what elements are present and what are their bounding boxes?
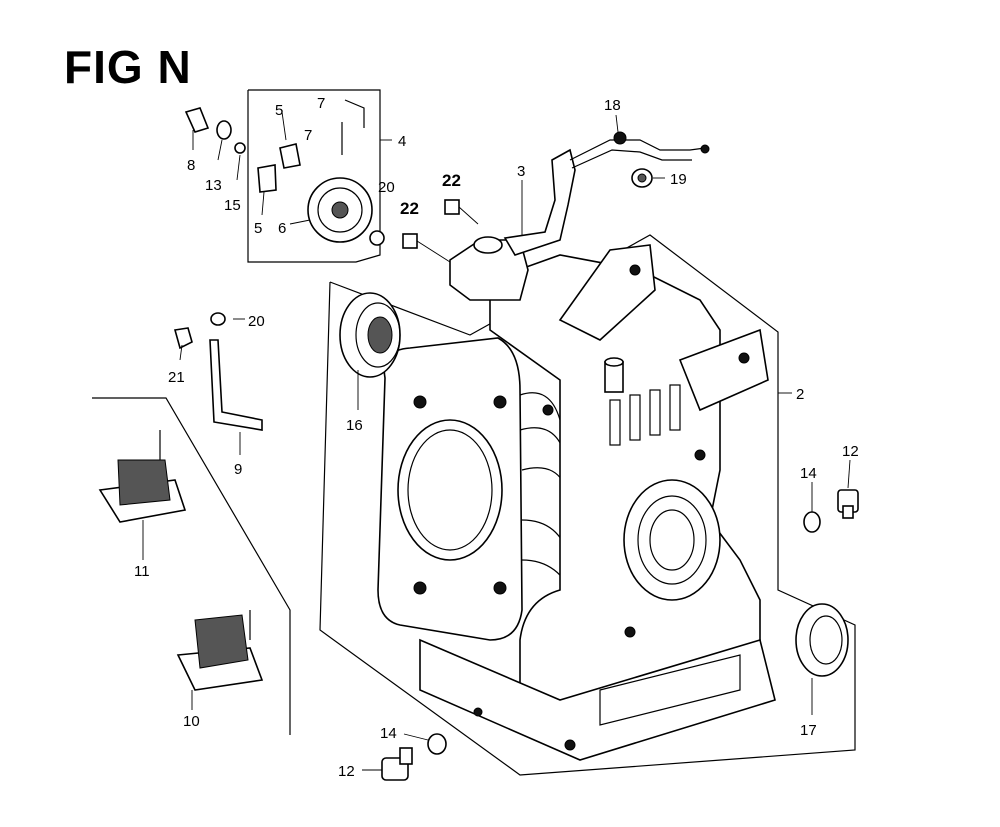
callout-2: 2 [796,386,804,403]
oil-seal [795,603,849,677]
grommet-19 [631,168,653,188]
washer-14a [803,511,821,533]
callout-6: 6 [278,220,286,237]
oil-alert-switch [449,131,710,301]
oil-dipstick-tube-9 [209,339,263,431]
washer-13 [216,120,232,140]
clip-21 [173,327,193,350]
bolt-22a [444,199,479,225]
governor-assembly-frame [247,89,381,263]
callout-21: 21 [168,369,185,386]
callout-18: 18 [604,97,621,114]
governor-gear [307,177,373,243]
callout-9: 9 [234,461,242,478]
callout-11: 11 [134,563,150,580]
callout-17: 17 [800,722,817,739]
callout-20: 20 [248,313,265,330]
engine-mount-11 [98,430,187,523]
engine-mount-frame [92,397,291,735]
bolt-22b [402,233,451,263]
callout-5: 5 [275,102,283,119]
figure-title: FIG N [64,41,192,93]
engine-mount-10 [176,610,264,691]
washer-20b [210,312,226,326]
crankcase [377,244,776,761]
governor-pin-7 [341,99,365,155]
callout-7: 7 [317,95,325,112]
callout-15: 15 [224,197,241,214]
callout-12: 12 [338,763,355,780]
callout-8: 8 [187,157,195,174]
callout-7: 7 [304,127,312,144]
callout-20: 20 [378,179,395,196]
callout-13: 13 [205,177,222,194]
leader-lines [142,111,851,771]
drain-bolt-12b [381,747,413,781]
callout-12: 12 [842,443,859,460]
drain-bolt-12a [837,489,859,519]
callout-22: 22 [442,171,461,190]
callout-10: 10 [183,713,200,730]
callout-16: 16 [346,417,363,434]
washer-14b [427,733,447,755]
callout-19: 19 [670,171,687,188]
governor-weight-5a [279,143,301,169]
callout-4: 4 [398,133,406,150]
governor-shaft-8 [184,107,210,133]
callout-22: 22 [400,199,419,218]
callout-14: 14 [380,725,397,742]
clip-15 [234,142,246,154]
callout-14: 14 [800,465,817,482]
callout-labels: 8 13 15 5 5 6 7 7 4 20 22 22 3 18 19 20 … [134,95,859,780]
callout-5: 5 [254,220,262,237]
callout-3: 3 [517,163,525,180]
governor-weight-5b [257,164,277,193]
washer-20a [369,230,385,246]
ball-bearing [339,292,401,378]
